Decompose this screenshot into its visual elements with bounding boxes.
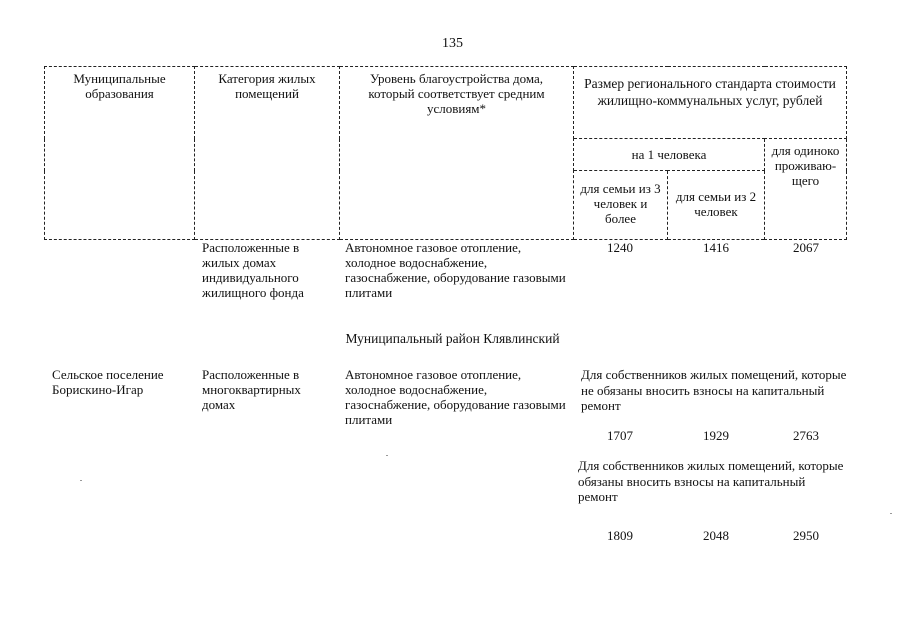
scan-speck bbox=[890, 513, 892, 514]
row2-b-value-family2: 2048 bbox=[703, 528, 729, 543]
row2-level: Автономное газовое отопление, холодное в… bbox=[345, 367, 566, 427]
header-family3: для семьи из 3 человек и более bbox=[573, 170, 668, 240]
row2-note-obligation: Для собственников жилых помещений, котор… bbox=[578, 458, 844, 504]
row2-b-value-family3: 1809 bbox=[607, 528, 633, 543]
scan-speck bbox=[80, 480, 82, 481]
row2-category: Расположенные в многоквартирных домах bbox=[202, 367, 301, 412]
row1-level: Автономное газовое отопление, холодное в… bbox=[345, 240, 566, 300]
header-municipal: Муниципальные образования bbox=[44, 66, 195, 240]
page-number: 135 bbox=[442, 36, 463, 51]
row2-municipal: Сельское поселение Борискино-Игар bbox=[52, 367, 164, 397]
header-family2: для семьи из 2 человек bbox=[667, 170, 765, 240]
row2-a-value-family3: 1707 bbox=[607, 428, 633, 443]
row2-a-value-family2: 1929 bbox=[703, 428, 729, 443]
row2-b-value-single: 2950 bbox=[793, 528, 819, 543]
row1-value-single: 2067 bbox=[793, 240, 819, 255]
row1-value-family3: 1240 bbox=[607, 240, 633, 255]
header-per-person: на 1 человека bbox=[573, 138, 765, 171]
row2-a-value-single: 2763 bbox=[793, 428, 819, 443]
row1-category: Расположенные в жилых домах индивидуальн… bbox=[202, 240, 304, 300]
row1-value-family2: 1416 bbox=[703, 240, 729, 255]
header-category: Категория жилых помещений bbox=[194, 66, 340, 240]
table-header: Муниципальные образования Категория жилы… bbox=[44, 66, 847, 240]
section-title: Муниципальный район Клявлинский bbox=[345, 331, 560, 346]
header-level: Уровень благоустройства дома, который со… bbox=[339, 66, 574, 240]
header-single: для одиноко проживаю-щего bbox=[764, 138, 847, 240]
scan-speck bbox=[386, 455, 388, 456]
row2-note-no-obligation: Для собственников жилых помещений, котор… bbox=[581, 367, 847, 413]
header-size: Размер регионального стандарта стоимости… bbox=[573, 66, 847, 139]
